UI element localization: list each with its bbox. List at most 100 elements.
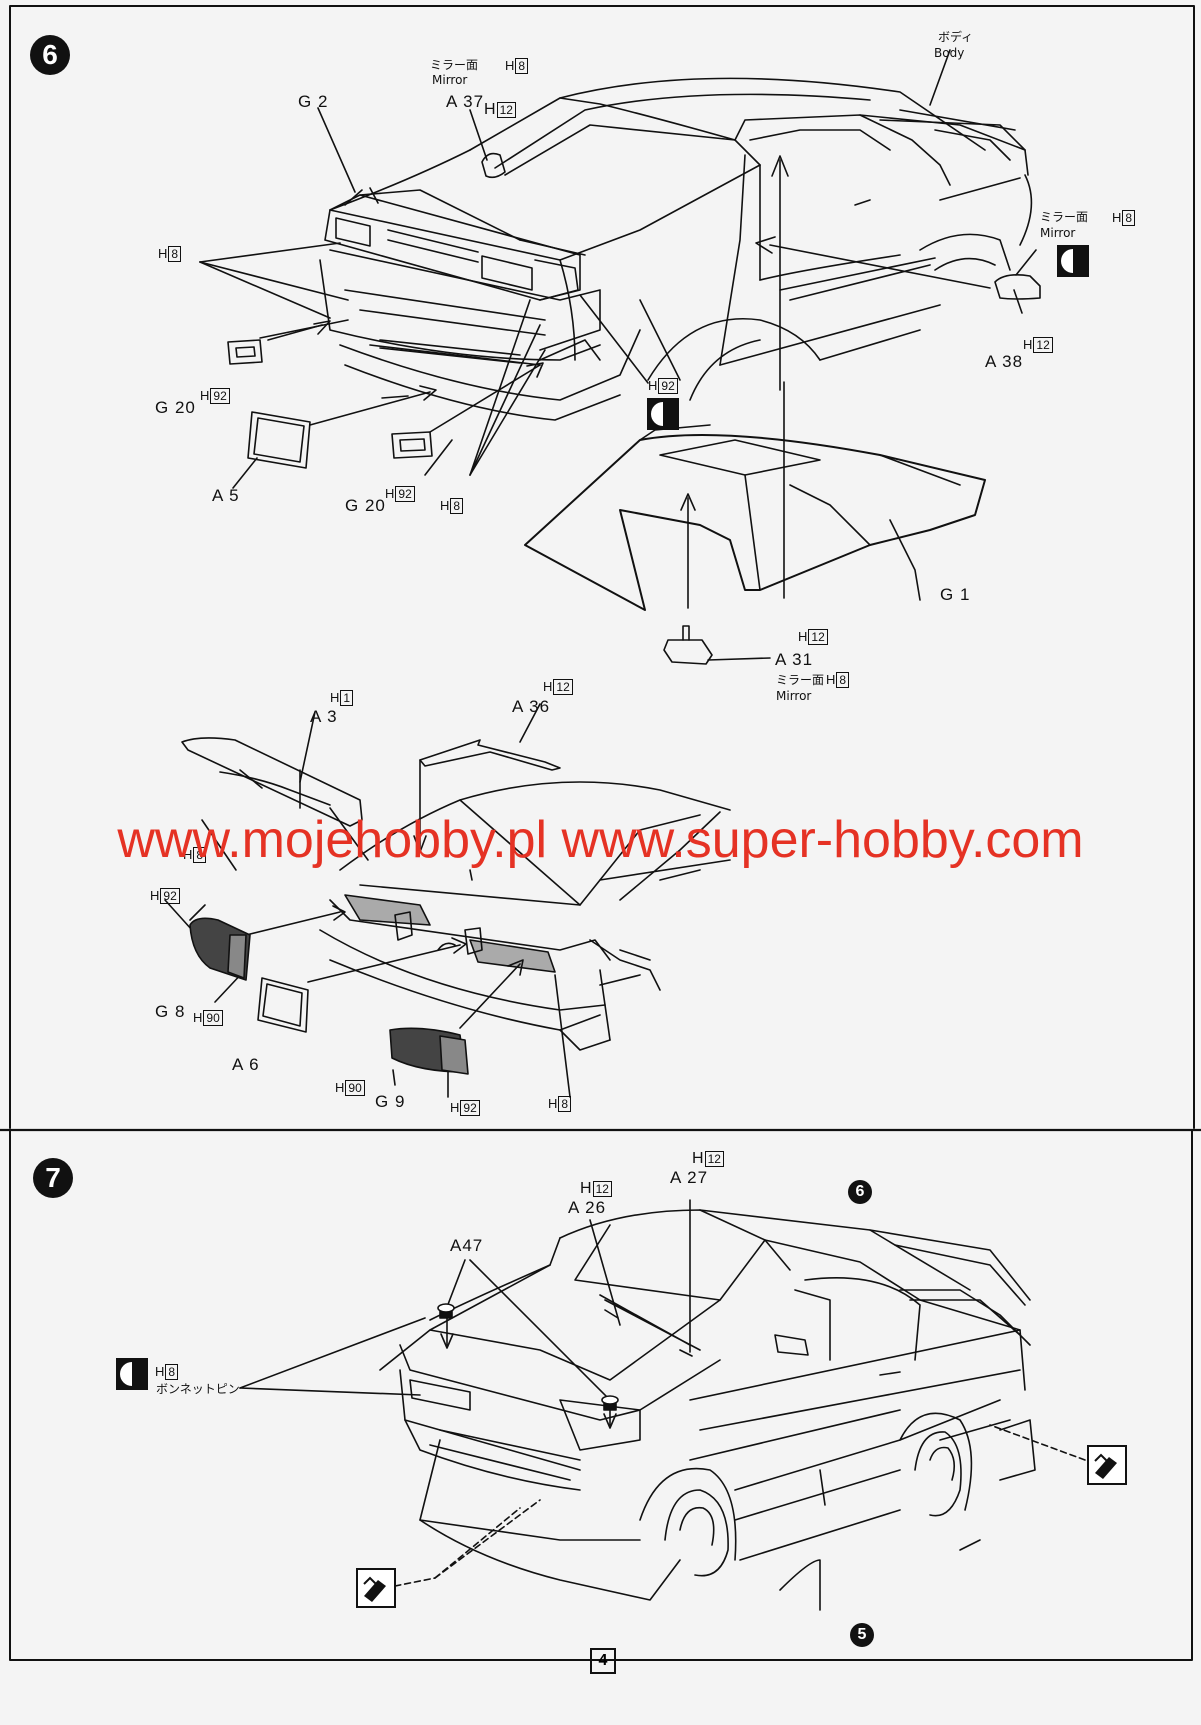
page-number: 4 <box>590 1648 616 1674</box>
mirror-face-label-a37-jp: ミラー面 <box>430 58 479 72</box>
paint-prefix: H <box>505 58 515 73</box>
paint-box-h8: 8 <box>515 58 529 74</box>
mirror-label-a37-en: Mirror <box>432 73 468 87</box>
paint-box-h92: 92 <box>395 486 415 502</box>
part-label-a3: A 3 <box>310 707 338 726</box>
mirror-label-a38-en: Mirror <box>1040 226 1076 240</box>
paint-box-h8: 8 <box>168 246 182 262</box>
cement-tube-icon <box>356 1568 396 1608</box>
paint-box-h12: 12 <box>704 1151 724 1167</box>
paint-box-h8: 8 <box>165 1364 179 1380</box>
paint-box-h12: 12 <box>592 1181 612 1197</box>
part-label-a5: A 5 <box>212 486 240 505</box>
paint-box-h12: 12 <box>553 679 573 695</box>
part-label-a47: A47 <box>450 1236 484 1255</box>
part-label-g9: G 9 <box>375 1092 406 1111</box>
paint-prefix: H <box>580 1180 592 1197</box>
paint-prefix: H <box>1112 210 1122 225</box>
part-label-a31: A 31 <box>775 650 814 669</box>
mirror-half-circle-icon <box>1061 249 1085 273</box>
headlight-panel-g2 <box>324 187 581 301</box>
paint-prefix: H <box>193 1010 203 1025</box>
paint-prefix: H <box>330 690 340 705</box>
paint-prefix: H <box>450 1100 460 1115</box>
reference-step-5: 5 <box>850 1623 874 1647</box>
mirror-label-a31-en: Mirror <box>776 689 812 703</box>
paint-prefix: H <box>548 1096 558 1111</box>
mirror-face-label-a31-jp: ミラー面 <box>776 673 825 687</box>
bonnet-pin-label-jp: ボンネットピン <box>156 1382 240 1396</box>
paint-prefix: H <box>155 1364 165 1379</box>
part-label-a27: A 27 <box>670 1168 709 1187</box>
mirror-half-circle-icon <box>651 402 675 426</box>
part-label-g2: G 2 <box>298 92 329 111</box>
paint-prefix: H <box>1023 337 1033 352</box>
mirror-decal-icon <box>1057 245 1089 277</box>
front-body-drawing <box>319 77 1033 421</box>
watermark-text: www.mojehobby.pl www.super-hobby.com <box>117 811 1084 869</box>
part-label-a36: A 36 <box>512 697 551 716</box>
paint-prefix: H <box>543 679 553 694</box>
body-label-jp: ボディ <box>938 30 974 44</box>
mirror-face-label-a38-jp: ミラー面 <box>1040 210 1089 224</box>
paint-box-h8: 8 <box>193 847 207 863</box>
lamp-g20-top <box>227 339 263 365</box>
lens-a5 <box>247 411 311 469</box>
part-label-a26: A 26 <box>568 1198 607 1217</box>
paint-prefix: H <box>826 672 836 687</box>
paint-box-h12: 12 <box>1033 337 1053 353</box>
paint-prefix: H <box>692 1150 704 1167</box>
bonnet-pin-icon <box>116 1358 148 1390</box>
glue-tube-icon <box>363 1576 386 1602</box>
step-number-7: 7 <box>33 1158 73 1198</box>
frame-bottom-section <box>9 1129 1193 1661</box>
paint-prefix: H <box>150 888 160 903</box>
paint-prefix: H <box>484 101 496 118</box>
body-label-en: Body <box>934 46 965 60</box>
paint-prefix: H <box>798 629 808 644</box>
frame-top-section <box>9 5 1195 1129</box>
paint-box-h8: 8 <box>1122 210 1136 226</box>
paint-box-h90: 90 <box>203 1010 223 1026</box>
mirror-a31 <box>663 639 713 665</box>
paint-prefix: H <box>385 486 395 501</box>
paint-box-h92: 92 <box>460 1100 480 1116</box>
lamp-g20-bottom <box>391 431 433 459</box>
paint-box-h92: 92 <box>160 888 180 904</box>
paint-prefix: H <box>440 498 450 513</box>
cement-tube-icon <box>1087 1445 1127 1485</box>
rear-body-drawing <box>181 737 731 1051</box>
mirror-decal-icon <box>647 398 679 430</box>
paint-box-h8: 8 <box>836 672 850 688</box>
paint-box-h90: 90 <box>345 1080 365 1096</box>
lens-a6 <box>257 977 309 1033</box>
part-label-g20-top: G 20 <box>155 398 196 417</box>
paint-box-h12: 12 <box>496 102 516 118</box>
step-number-6: 6 <box>30 35 70 75</box>
paint-box-h92: 92 <box>210 388 230 404</box>
pin-half-circle-icon <box>120 1362 144 1386</box>
paint-prefix: H <box>158 246 168 261</box>
